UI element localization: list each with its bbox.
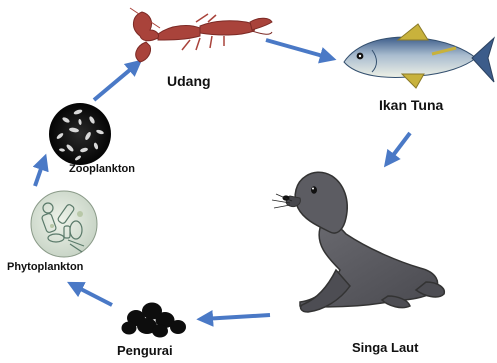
arrow-zooplankton-to-udang <box>94 64 137 100</box>
label-zooplankton: Zooplankton <box>69 164 135 175</box>
zooplankton-icon <box>49 103 111 165</box>
arrow-phytoplankton-to-zooplankton <box>35 160 44 186</box>
lobster-icon <box>130 8 272 62</box>
arrow-tuna-to-singa-laut <box>388 133 410 162</box>
arrow-udang-to-tuna <box>266 40 330 58</box>
label-singa-laut: Singa Laut <box>352 341 418 354</box>
arrow-singa-laut-to-pengurai <box>203 315 270 319</box>
phytoplankton-icon <box>31 191 97 257</box>
tuna-fish-icon <box>344 24 494 88</box>
label-phytoplankton: Phytoplankton <box>7 262 83 273</box>
decomposer-icon <box>122 303 187 338</box>
label-ikan-tuna: Ikan Tuna <box>379 98 443 112</box>
label-udang: Udang <box>167 74 211 88</box>
arrow-pengurai-to-phytoplankton <box>73 285 112 305</box>
sea-lion-icon <box>272 172 444 312</box>
label-pengurai: Pengurai <box>117 344 173 357</box>
